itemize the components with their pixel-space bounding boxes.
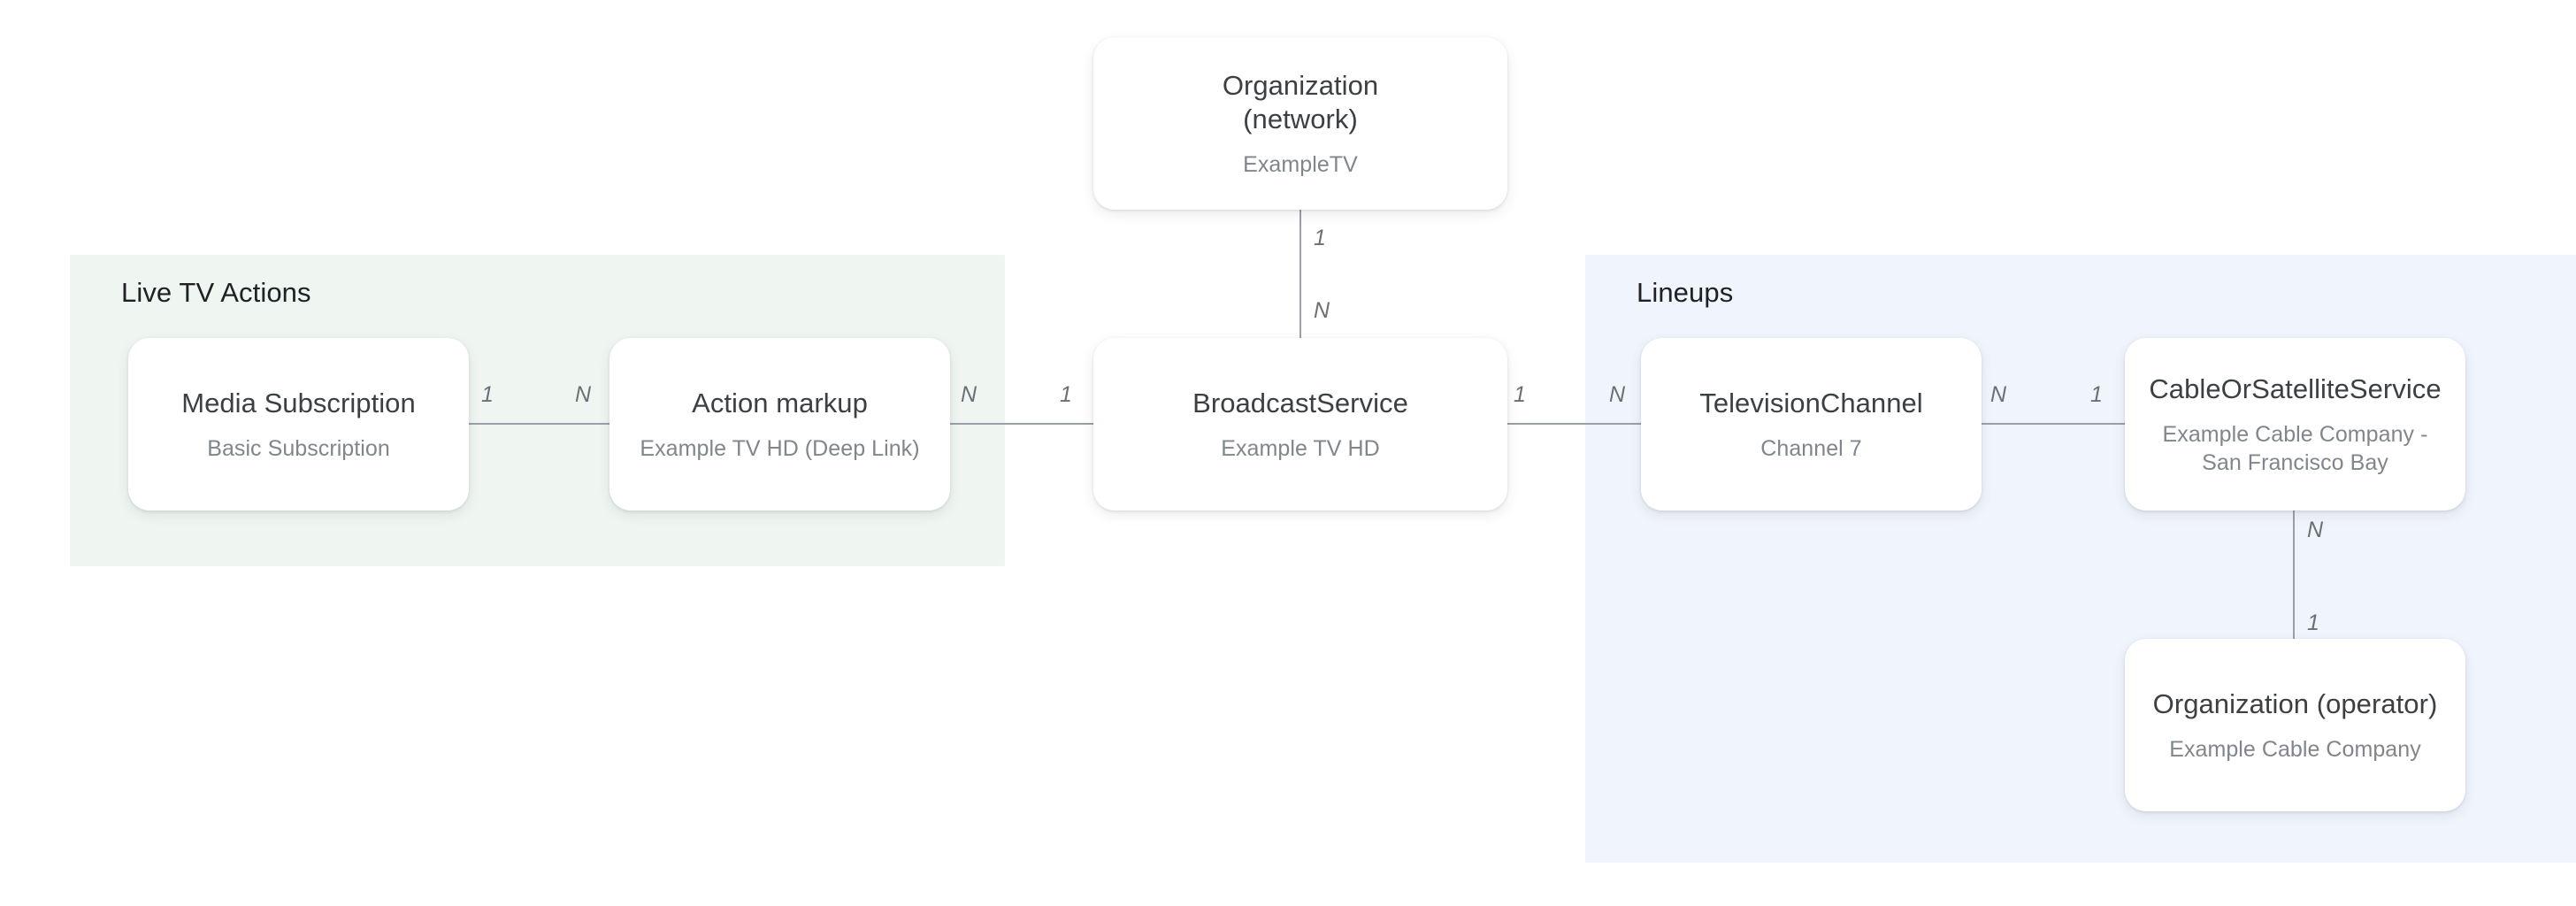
edge-label-action-markup--broadcast-service-to: 1 — [1060, 382, 1072, 407]
node-title-line-2: (network) — [1243, 103, 1358, 134]
node-subtitle: Example TV HD (Deep Link) — [640, 435, 920, 461]
edge-label-broadcast-service--television-channel-to: N — [1609, 382, 1626, 407]
edge-label-organization-network--broadcast-service-to: N — [1314, 298, 1330, 323]
node-subtitle: ExampleTV — [1243, 151, 1358, 177]
edge-label-organization-network--broadcast-service-from: 1 — [1314, 226, 1326, 250]
edge-media-subscription--action-markup-line — [469, 423, 610, 425]
edge-organization-network--broadcast-service-line — [1300, 210, 1301, 338]
edge-label-media-subscription--action-markup-to: N — [575, 382, 592, 407]
node-subtitle: Example Cable Company - San Francisco Ba… — [2162, 421, 2428, 475]
node-title: Organization (network) — [1223, 69, 1378, 136]
node-title: CableOrSatelliteService — [2149, 372, 2442, 404]
node-subtitle: Basic Subscription — [207, 435, 390, 461]
edge-label-cable-or-satellite-service--organization-operator-to: 1 — [2307, 610, 2319, 635]
node-subtitle: Example TV HD — [1221, 435, 1380, 461]
edge-television-channel--cable-or-satellite-service-line — [1982, 423, 2125, 425]
node-title: TelevisionChannel — [1699, 387, 1923, 418]
edge-broadcast-service--television-channel-line — [1507, 423, 1641, 425]
node-media-subscription[interactable]: Media Subscription Basic Subscription — [128, 338, 469, 511]
node-organization-network[interactable]: Organization (network) ExampleTV — [1093, 37, 1507, 210]
node-subtitle: Channel 7 — [1760, 435, 1862, 461]
edge-action-markup--broadcast-service-line — [950, 423, 1093, 425]
node-title-line-1: Organization — [1222, 69, 1379, 101]
node-television-channel[interactable]: TelevisionChannel Channel 7 — [1641, 338, 1982, 511]
edge-label-media-subscription--action-markup-from: 1 — [481, 382, 494, 407]
node-broadcast-service[interactable]: BroadcastService Example TV HD — [1093, 338, 1507, 511]
node-cable-or-satellite-service[interactable]: CableOrSatelliteService Example Cable Co… — [2125, 338, 2465, 511]
edge-label-broadcast-service--television-channel-from: 1 — [1514, 382, 1526, 407]
node-title: Action markup — [692, 387, 868, 418]
node-subtitle: Example Cable Company — [2169, 736, 2421, 762]
node-title: Media Subscription — [181, 387, 416, 418]
edge-label-action-markup--broadcast-service-from: N — [961, 382, 978, 407]
edge-label-television-channel--cable-or-satellite-service-from: N — [1990, 382, 2007, 407]
panel-title-live-tv-actions: Live TV Actions — [121, 277, 311, 308]
edge-cable-or-satellite-service--organization-operator-line — [2293, 511, 2295, 639]
node-title: BroadcastService — [1192, 387, 1408, 418]
edge-label-cable-or-satellite-service--organization-operator-from: N — [2307, 518, 2324, 542]
node-title: Organization (operator) — [2152, 687, 2438, 719]
edge-label-television-channel--cable-or-satellite-service-to: 1 — [2090, 382, 2103, 407]
node-action-markup[interactable]: Action markup Example TV HD (Deep Link) — [610, 338, 950, 511]
panel-title-lineups: Lineups — [1637, 277, 1734, 308]
node-organization-operator[interactable]: Organization (operator) Example Cable Co… — [2125, 639, 2465, 811]
